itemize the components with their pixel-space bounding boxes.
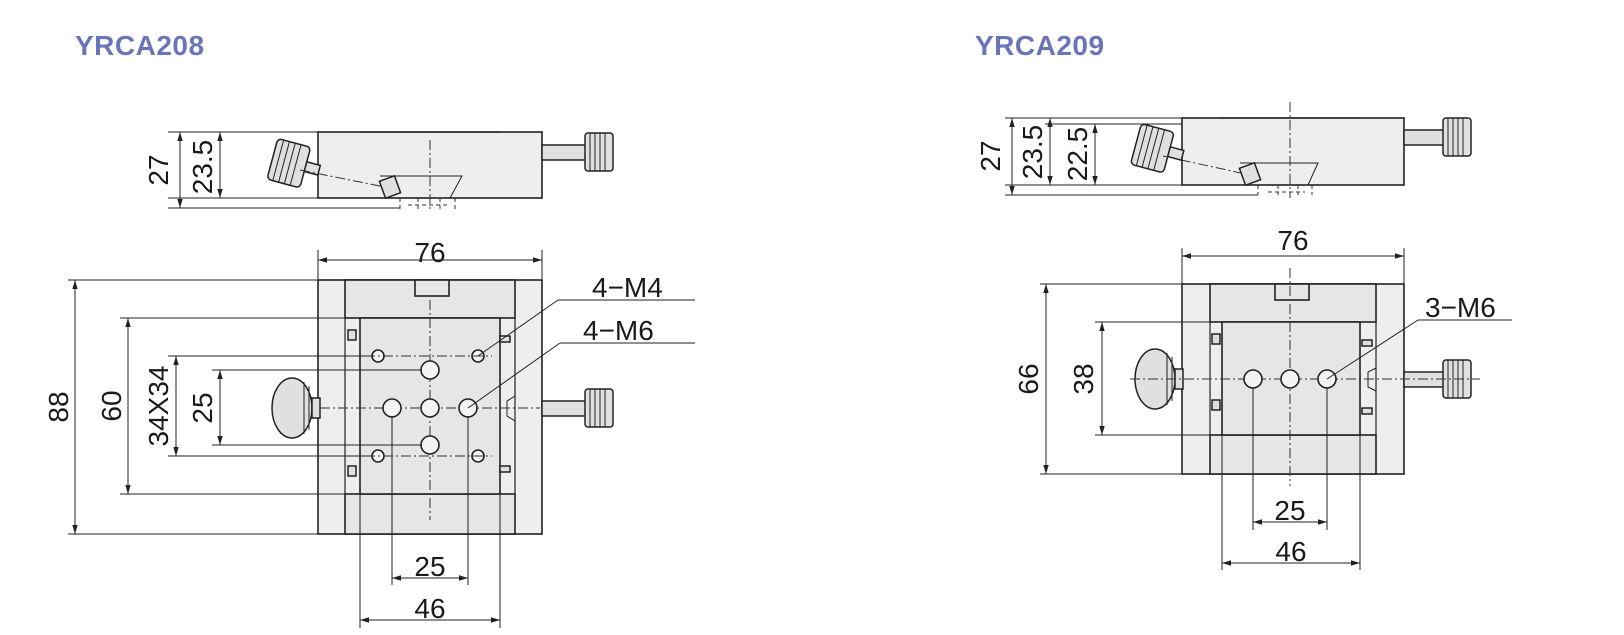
yrca209-top-view	[1040, 248, 1512, 570]
dim-hole-pitch-horizontal: 25	[414, 551, 445, 582]
dim-plate-width: 46	[414, 593, 445, 624]
callout-4-m6: 4−M6	[583, 315, 654, 346]
yrca208-side-view	[168, 131, 614, 212]
model-title-yrca208: YRCA208	[75, 30, 205, 61]
callout-4-m4: 4−M4	[592, 272, 663, 303]
dim-plate-width-209: 46	[1275, 536, 1306, 567]
dim-length-inner: 60	[96, 390, 127, 421]
dim-width: 76	[414, 237, 445, 268]
dim-side-body-height-209: 23.5	[1017, 125, 1048, 180]
dim-side-total-height-209: 27	[975, 140, 1006, 171]
dim-length: 88	[43, 391, 74, 422]
callout-3-m6: 3−M6	[1425, 292, 1496, 323]
dim-side-body-height: 23.5	[187, 140, 218, 195]
dim-side-plate-height-209: 22.5	[1062, 127, 1093, 182]
dim-hole-pitch-vertical: 25	[187, 392, 218, 423]
dim-length-209: 66	[1013, 363, 1044, 394]
dim-side-total-height: 27	[143, 154, 174, 185]
dim-hole-pitch-209: 25	[1274, 495, 1305, 526]
model-title-yrca209: YRCA209	[975, 30, 1105, 61]
yrca209-side-view	[1005, 102, 1472, 198]
dim-hole-pattern: 34X34	[143, 366, 174, 447]
yrca208-top-view	[68, 250, 695, 628]
dim-width-209: 76	[1277, 225, 1308, 256]
dim-length-inner-209: 38	[1068, 363, 1099, 394]
